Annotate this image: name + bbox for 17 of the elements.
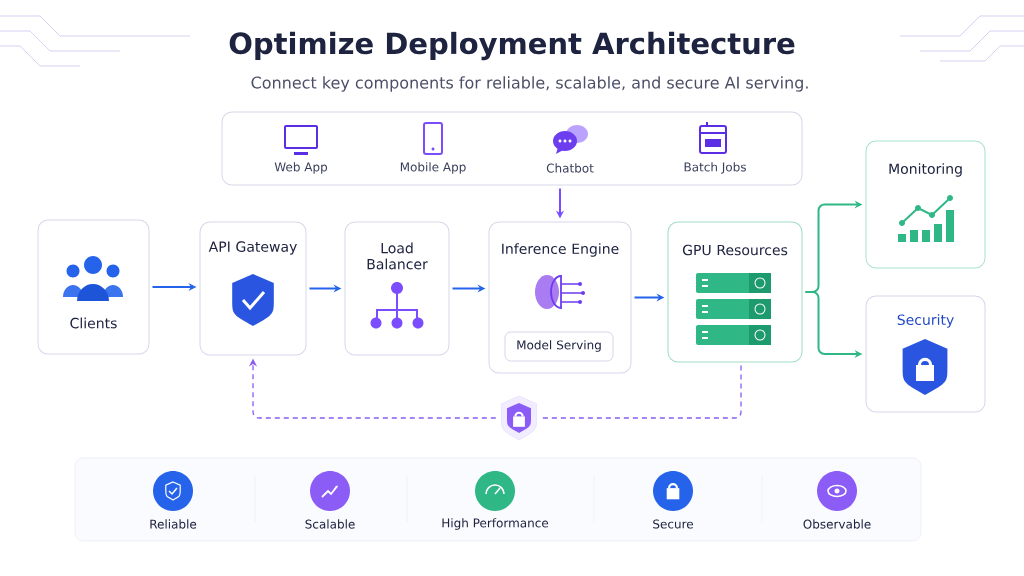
sub-box: Model Serving [504,331,614,362]
title: Optimize Deployment Architecture [229,31,795,61]
feature-label: Observable [803,519,871,529]
process-box: Clients [37,219,150,355]
item-label: Web App [274,162,328,174]
process-box: Monitoring [865,140,986,269]
client-panel [221,111,803,186]
subtitle: Connect key components for reliable, scalable, and secure AI serving. [251,76,808,92]
item-label: Batch Jobs [684,162,746,174]
item-label: Mobile App [400,162,466,174]
feature-label: Secure [653,519,693,529]
feature-label: Scalable [305,519,355,529]
process-box: Load Balancer [344,221,450,356]
item-label: Chatbot [546,163,594,173]
shield-lock-icon [501,395,537,441]
feature-label: High Performance [442,518,549,530]
feature-label: Reliable [150,519,197,529]
